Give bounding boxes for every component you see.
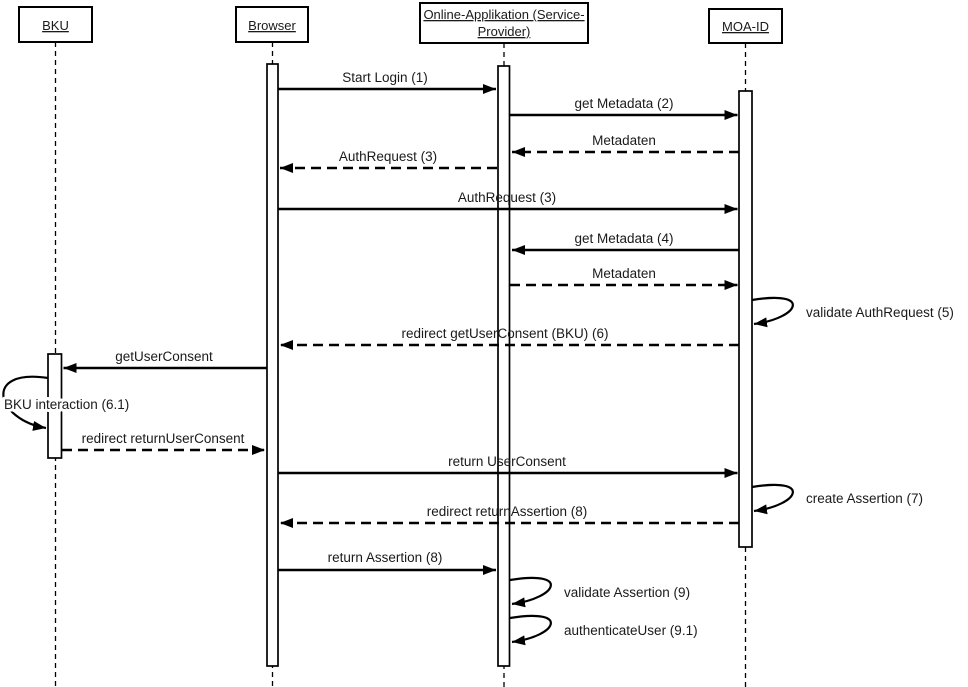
label-redirect-return-assertion: redirect returnAssertion (8): [427, 504, 588, 519]
actor-label-bku: BKU: [42, 18, 69, 33]
actor-label-moa-id: MOA-ID: [722, 19, 769, 34]
label-return-user-consent: return UserConsent: [448, 454, 566, 469]
label-validate-auth-request: validate AuthRequest (5): [806, 305, 954, 320]
loop-bku-interaction: [2, 375, 49, 431]
actor-label-online-app-line2: Provider): [478, 24, 531, 39]
actor-head-bku: [18, 6, 93, 43]
actor-head-browser: [235, 6, 309, 43]
activation-bar-online-app: [497, 65, 511, 667]
label-get-metadata-4: get Metadata (4): [574, 231, 673, 246]
label-metadaten-2: Metadaten: [592, 266, 656, 281]
activation-bar-browser: [266, 63, 279, 667]
label-get-user-consent: getUserConsent: [115, 349, 213, 364]
actor-label-online-app-line1: Online-Applikation (Service-: [423, 7, 584, 22]
loop-create-assertion: [751, 483, 794, 515]
actor-head-moa-id: [708, 8, 783, 44]
label-redirect-get-user-consent: redirect getUserConsent (BKU) (6): [401, 326, 608, 341]
label-start-login: Start Login (1): [342, 70, 428, 85]
loop-validate-auth-request: [751, 296, 794, 328]
label-validate-assertion: validate Assertion (9): [564, 585, 690, 600]
loop-authenticate-user: [509, 614, 552, 646]
activation-bar-bku: [47, 353, 63, 459]
label-auth-request-3-forward: AuthRequest (3): [458, 190, 556, 205]
label-get-metadata-2: get Metadata (2): [574, 96, 673, 111]
label-bku-interaction: BKU interaction (6.1): [4, 397, 129, 412]
label-create-assertion: create Assertion (7): [806, 491, 923, 506]
label-authenticate-user: authenticateUser (9.1): [564, 623, 698, 638]
label-return-assertion: return Assertion (8): [328, 550, 443, 565]
actor-head-online-app: [419, 2, 589, 44]
label-metadaten-1: Metadaten: [592, 133, 656, 148]
label-redirect-return-user-consent: redirect returnUserConsent: [82, 431, 245, 446]
actor-label-browser: Browser: [248, 18, 296, 33]
loop-validate-assertion: [509, 576, 552, 608]
label-auth-request-3-redirect: AuthRequest (3): [339, 149, 437, 164]
activation-bar-moa-id: [738, 90, 753, 548]
